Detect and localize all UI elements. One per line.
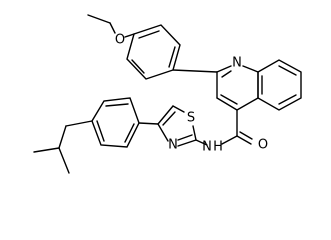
structure-drawing: O N S N N H O bbox=[33, 14, 302, 174]
atom-nitrogen-amide: N bbox=[202, 140, 212, 155]
bond bbox=[157, 123, 169, 142]
bond bbox=[195, 139, 208, 146]
bond bbox=[124, 123, 135, 143]
bond bbox=[105, 103, 129, 107]
bond bbox=[220, 94, 238, 105]
amide-group bbox=[221, 109, 253, 145]
bond bbox=[278, 65, 297, 76]
isobutyl-group bbox=[33, 120, 93, 174]
bond bbox=[138, 122, 159, 125]
bond bbox=[131, 59, 145, 74]
atom-oxygen-ether: O bbox=[115, 33, 125, 48]
phenyl-ring-bottom bbox=[91, 97, 140, 148]
bond bbox=[157, 105, 174, 125]
bond bbox=[168, 46, 176, 68]
bond bbox=[236, 97, 259, 111]
bond bbox=[242, 65, 259, 73]
bond bbox=[162, 111, 176, 126]
bond bbox=[177, 134, 193, 141]
bond bbox=[65, 120, 93, 127]
atom-oxygen-carbonyl: O bbox=[258, 138, 268, 153]
bond bbox=[58, 125, 67, 149]
ring-outline bbox=[257, 59, 302, 111]
bond bbox=[177, 139, 197, 147]
quinoline-benzo-ring bbox=[257, 59, 302, 111]
thiazole-ring bbox=[157, 105, 197, 147]
ethoxy-group bbox=[87, 14, 135, 38]
bond bbox=[96, 120, 105, 142]
atom-nitrogen-thiazole: N bbox=[168, 138, 178, 153]
bond bbox=[221, 70, 232, 78]
bond bbox=[58, 147, 70, 174]
bond bbox=[192, 125, 197, 141]
bond bbox=[172, 105, 185, 113]
bond bbox=[221, 135, 238, 145]
phenyl-ring-top bbox=[126, 24, 181, 80]
bond bbox=[172, 69, 218, 73]
atom-hydrogen-amide: H bbox=[213, 140, 223, 155]
bond bbox=[33, 147, 60, 153]
atom-sulfur-thiazole: S bbox=[187, 111, 195, 126]
bond bbox=[124, 33, 135, 38]
quinoline-pyridine-ring bbox=[216, 65, 259, 111]
bond bbox=[216, 65, 232, 73]
bond bbox=[138, 30, 160, 39]
bond bbox=[236, 135, 252, 145]
atom-nitrogen-quinoline: N bbox=[232, 56, 242, 71]
bond bbox=[278, 94, 297, 105]
bond bbox=[239, 131, 253, 140]
bond bbox=[87, 14, 111, 24]
bond bbox=[109, 22, 116, 34]
bond bbox=[216, 97, 238, 111]
molecule-diagram: O N S N N H O bbox=[33, 14, 302, 174]
